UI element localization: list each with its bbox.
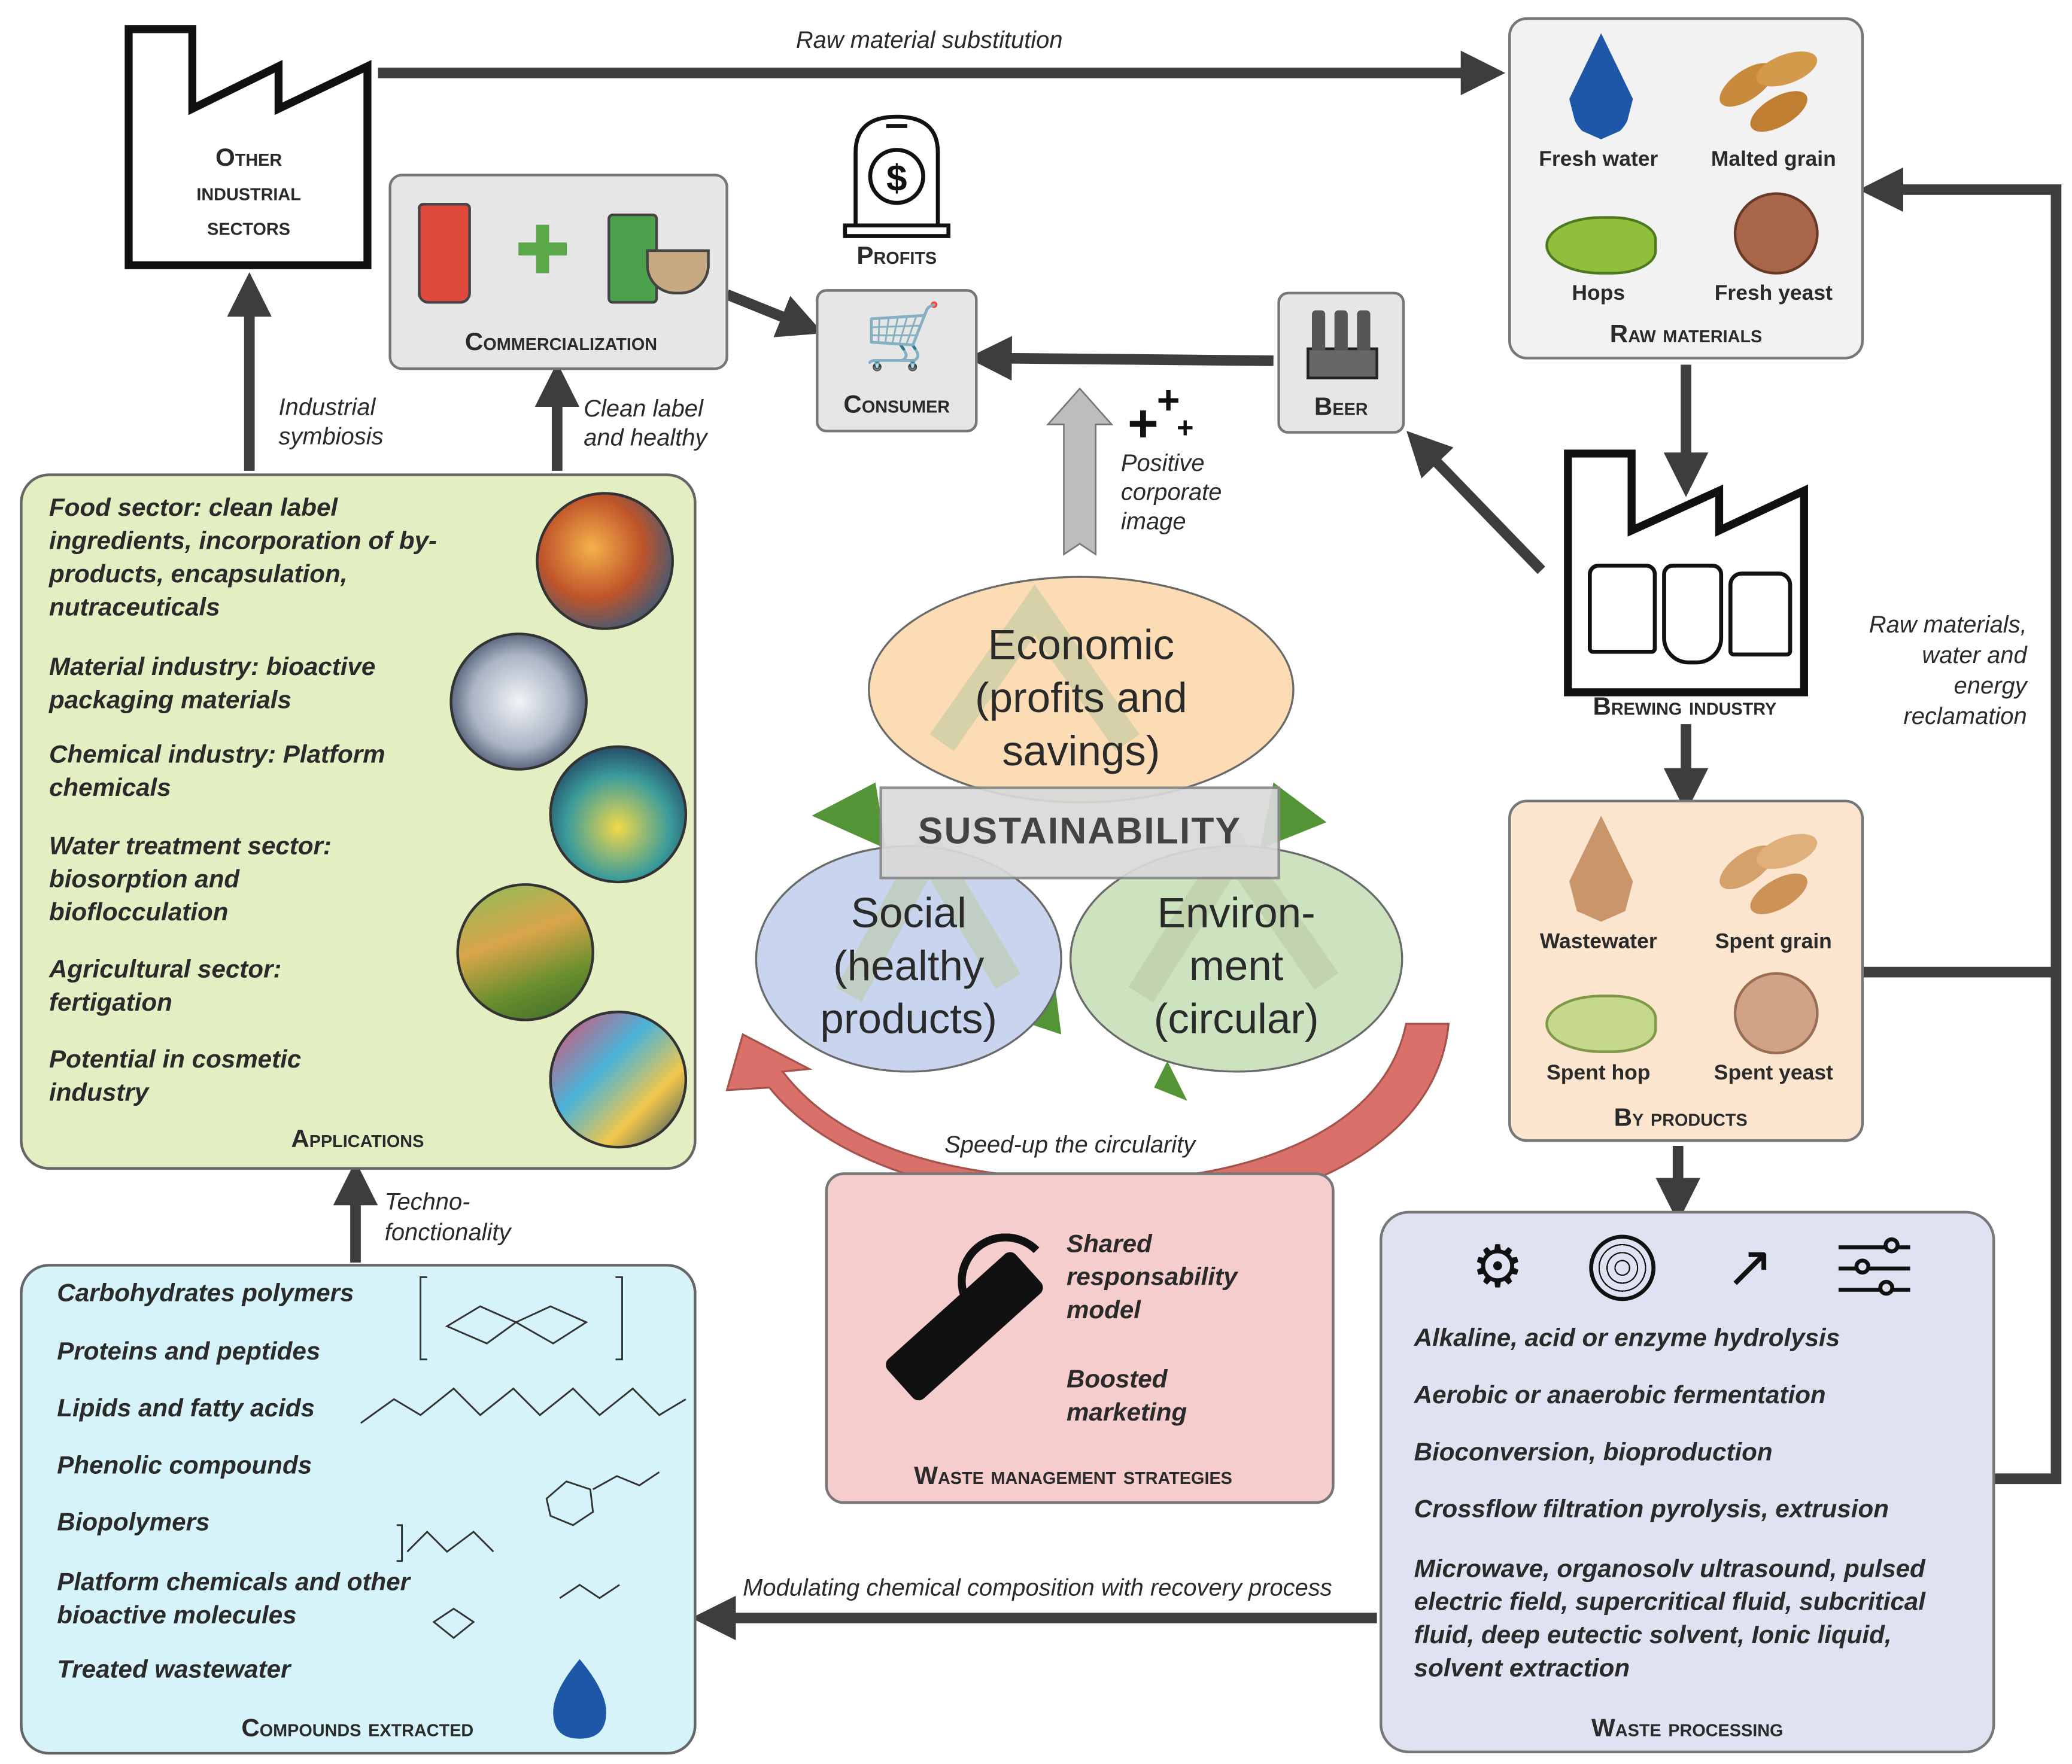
water-drop-icon [1569,33,1633,139]
trend-up-icon: ↗ [1725,1234,1775,1300]
svg-text:+: + [1157,379,1180,423]
app-food: Food sector: clean label ingredients, in… [49,494,438,622]
spent-grain-icon [1710,826,1822,923]
spent-hop-icon [1545,994,1657,1053]
packaging-photo [449,632,588,771]
svg-text:+: + [1177,412,1193,444]
process-bioconversion: Bioconversion, bioproduction [1414,1438,1773,1467]
modulating-label: Modulating chemical composition with rec… [743,1574,1332,1601]
brewing-industry-title: Brewing industry [1593,694,1777,722]
speed-up-label: Speed-up the circularity [944,1131,1196,1158]
fresh-water-label: Fresh water [1539,148,1658,171]
app-agri: Agricultural sector: fertigation [49,956,282,1017]
social-label: Social (healthy products) [820,888,998,1043]
compound-lipids: Lipids and fatty acids [57,1395,315,1424]
raw-materials-reclamation-label: Raw materials, water and energy reclamat… [1869,611,2027,730]
beer-title: Beer [1314,394,1368,422]
reclamation-loop [1858,167,2062,1485]
compounds-box: Carbohydrates polymers Proteins and pept… [20,1264,697,1755]
compound-platform: Platform chemicals and other bioactive m… [57,1569,411,1630]
boosted-marketing: Boosted marketing [1066,1365,1187,1427]
treated-water-drop-icon [553,1659,606,1739]
consumer-title: Consumer [843,391,950,419]
beer-crate-icon [1307,310,1378,379]
economic-label: Economic (profits and savings) [974,621,1187,775]
flow-arrows [227,50,1709,1641]
waste-management-title: Waste management strategies [914,1462,1232,1491]
waste-management-box: Shared responsability model Boosted mark… [825,1172,1335,1504]
clean-label-healthy-label: Clean label and healthy [584,395,707,451]
other-sectors-factory [124,25,372,269]
malted-grain-label: Malted grain [1711,148,1836,171]
hops-label: Hops [1572,282,1626,305]
wastewater-drop-icon [1569,816,1633,922]
profits-icon: $ [843,114,951,238]
web-icon [1589,1234,1656,1301]
malted-grain-icon [1710,44,1822,140]
gears-icon: ⚙ [1471,1234,1524,1300]
applications-box: Food sector: clean label ingredients, in… [20,473,697,1170]
process-fermentation: Aerobic or anaerobic fermentation [1414,1382,1826,1410]
compound-carbohydrates: Carbohydrates polymers [57,1279,354,1308]
raw-material-substitution-label: Raw material substitution [795,26,1063,53]
compound-proteins: Proteins and peptides [57,1338,321,1366]
process-hydrolysis: Alkaline, acid or enzyme hydrolysis [1414,1325,1840,1353]
farm-photo [456,883,594,1021]
mortar-icon [646,249,710,295]
app-material: Material industry: bioactive packaging m… [49,653,376,715]
hops-icon [1545,216,1657,275]
positive-image-arrow [1046,387,1114,556]
food-photo [536,492,674,630]
chemical-structures [360,1276,686,1739]
raw-materials-title: Raw materials [1609,321,1763,349]
plus-icon: + [1128,394,1159,453]
process-extraction: Microwave, organosolv ultrasound, pulsed… [1414,1555,1925,1683]
techno-functionality-label: Techno-fonctionality [384,1188,511,1246]
spent-hop-label: Spent hop [1547,1062,1651,1085]
spent-yeast-label: Spent yeast [1713,1062,1833,1085]
spent-yeast-icon [1733,972,1819,1055]
applications-title: Applications [291,1126,424,1154]
megaphone-icon [865,1220,1053,1404]
waste-processing-title: Waste processing [1591,1714,1784,1743]
shared-responsability: Shared responsability model [1066,1230,1238,1325]
fresh-yeast-label: Fresh yeast [1714,282,1833,305]
app-water: Water treatment sector: biosorption and … [49,832,332,927]
other-sectors-title: Other industrial sectors [196,144,301,242]
shopping-cart-icon: 🛒 [863,302,943,373]
positive-corporate-image-label: Positive corporate image [1120,449,1222,535]
raw-materials-box: Fresh water Malted grain Hops Fresh yeas… [1508,17,1864,360]
app-cosmetic: Potential in cosmetic industry [49,1046,302,1108]
svg-text:$: $ [886,158,907,199]
compound-biopolymers: Biopolymers [57,1509,210,1537]
wastewater-label: Wastewater [1539,930,1657,954]
app-chemical: Chemical industry: Platform chemicals [49,741,385,802]
by-products-title: By products [1614,1105,1748,1133]
cosmetic-tube-icon [418,203,471,304]
compound-wastewater: Treated wastewater [57,1656,291,1684]
sliders-icon [1838,1234,1910,1301]
industrial-symbiosis-label: Industrial symbiosis [278,394,384,450]
wheat-plus-icon: ✚ [515,213,570,288]
by-products-box: Wastewater Spent grain Spent hop Spent y… [1508,799,1864,1142]
beer-box: Beer [1277,291,1405,434]
commercialization-box: ✚ Commercialization [388,174,728,370]
chemical-photo [549,745,688,884]
spent-grain-label: Spent grain [1715,930,1832,954]
compounds-title: Compounds extracted [241,1714,474,1743]
waste-processing-box: ⚙ ↗ Alkaline, acid or enzyme hydrolysis … [1380,1211,1995,1754]
compound-phenolic: Phenolic compounds [57,1452,312,1480]
environment-label: Environ-ment (circular) [1153,888,1319,1043]
brewing-tanks [1585,563,1793,676]
profits-title: Profits [856,242,937,271]
cosmetic-photo [549,1010,688,1149]
consumer-box: 🛒 Consumer [816,289,978,433]
commercialization-title: Commercialization [464,329,658,357]
process-filtration: Crossflow filtration pyrolysis, extrusio… [1414,1496,1889,1524]
sustainability-banner: SUSTAINABILITY [879,786,1280,880]
sustainability-title: SUSTAINABILITY [918,810,1242,851]
yeast-icon [1733,192,1819,275]
